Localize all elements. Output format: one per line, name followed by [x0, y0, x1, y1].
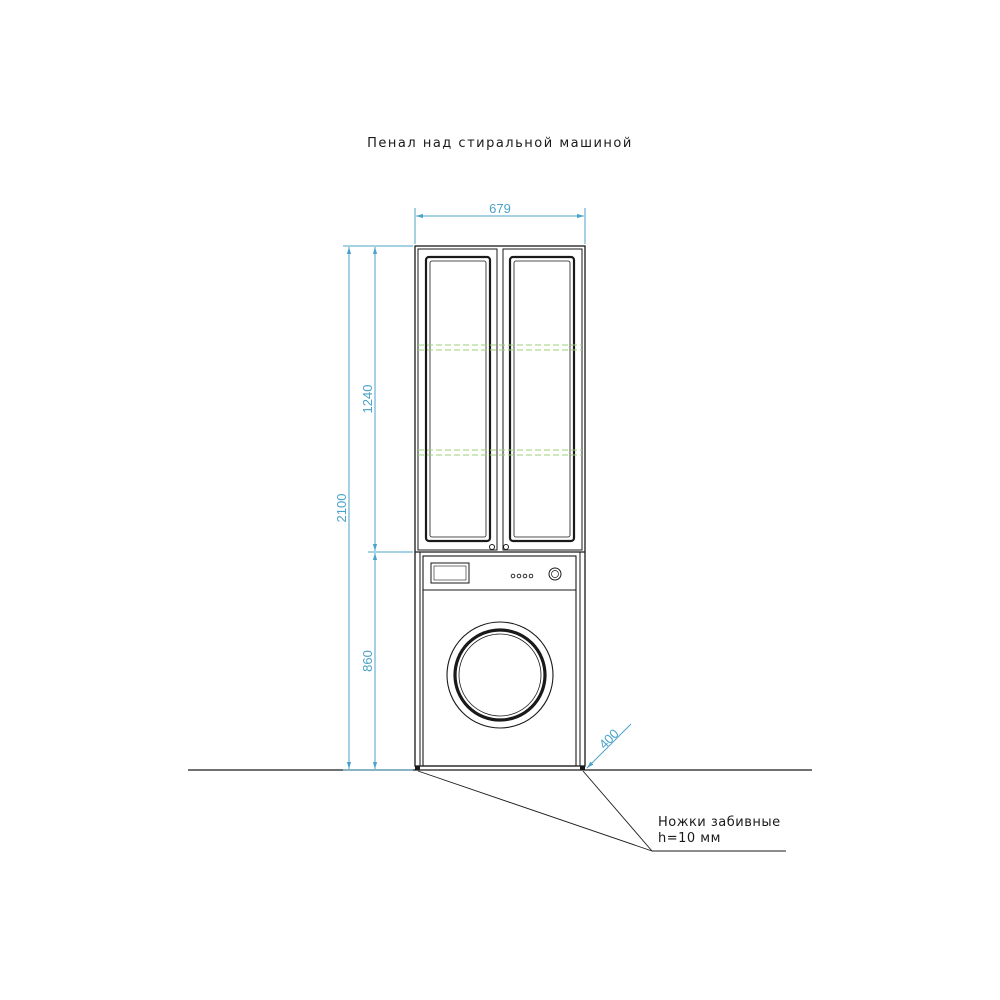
- shelf-upper: [418, 344, 582, 351]
- legs-leader: [417, 770, 786, 852]
- cabinet: [414, 245, 586, 770]
- dimension-total-height-label: 2100: [334, 494, 349, 523]
- washing-machine: [422, 555, 577, 767]
- washer-drum-door: [446, 621, 554, 729]
- door-right: [502, 248, 583, 551]
- dimension-upper-height: 1240: [360, 247, 413, 553]
- dimension-depth: 400: [586, 723, 632, 769]
- washing-machine-body: [422, 555, 577, 767]
- door-knob-left: [489, 544, 495, 550]
- cabinet-outline: [414, 245, 586, 767]
- legs-note-line2: h=10 мм: [658, 831, 721, 846]
- washer-knob: [548, 567, 562, 581]
- washer-buttons: [510, 573, 534, 579]
- door-left: [417, 248, 498, 551]
- leg-left: [415, 766, 420, 770]
- dimension-width: 679: [414, 201, 586, 244]
- dimension-lower-height-label: 860: [360, 650, 375, 672]
- drawing-title: Пенал над стиральной машиной: [367, 136, 633, 151]
- leg-right: [580, 766, 585, 770]
- dimension-total-height: 2100: [334, 245, 413, 771]
- dimension-depth-label: 400: [596, 726, 622, 752]
- shelf-lower: [418, 449, 582, 456]
- dimension-lower-height: 860: [360, 553, 378, 769]
- dimension-upper-height-label: 1240: [360, 385, 375, 414]
- washer-display: [430, 562, 470, 584]
- legs-note-line1: Ножки забивные: [658, 815, 781, 830]
- door-knob-right: [503, 544, 509, 550]
- dimension-width-label: 679: [489, 201, 511, 216]
